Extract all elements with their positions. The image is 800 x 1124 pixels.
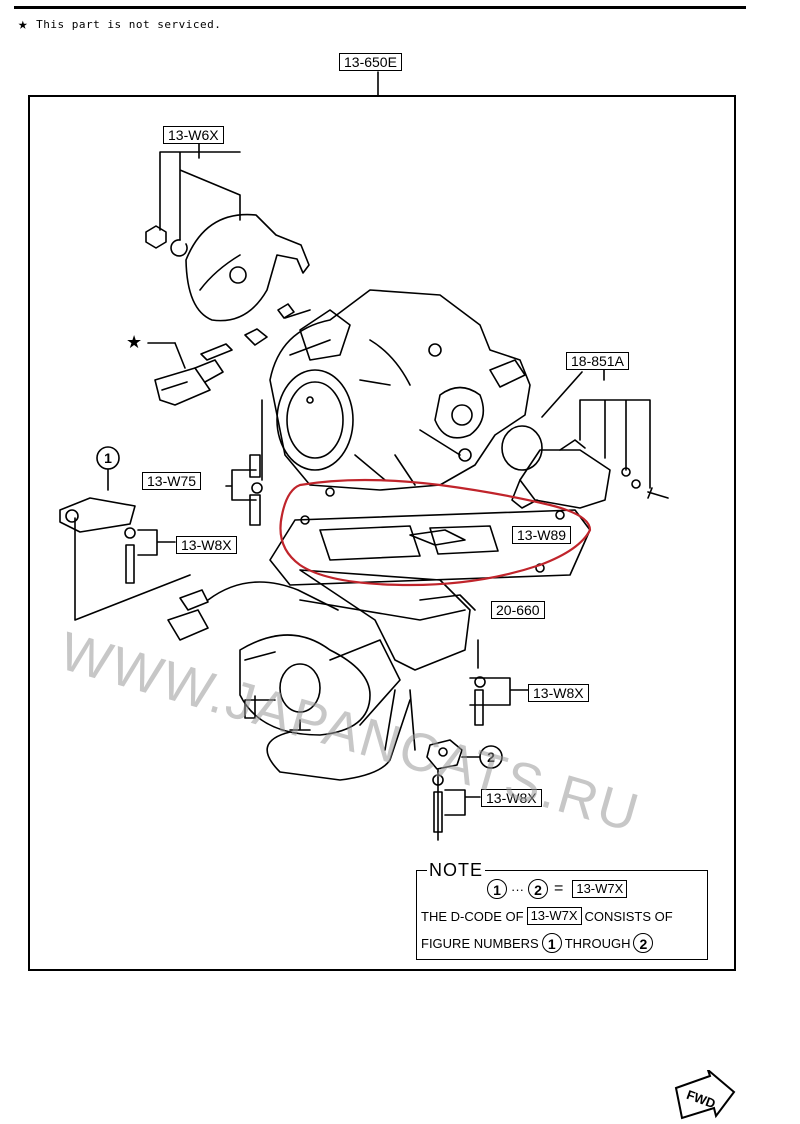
note-line-3-prefix: FIGURE NUMBERS <box>421 935 539 951</box>
callout-13-w8x-right: 13-W8X <box>528 684 589 702</box>
callout-20-660: 20-660 <box>491 601 545 619</box>
callout-13-w75: 13-W75 <box>142 472 202 490</box>
figure-number-1: 1 <box>104 450 112 466</box>
note-code-13-w7x: 13-W7X <box>572 880 628 898</box>
note-line-2: THE D-CODE OF 13-W7X CONSISTS OF <box>421 907 673 925</box>
callout-13-w8x-left: 13-W8X <box>176 536 237 554</box>
not-serviced-star-icon: ★ <box>126 332 143 352</box>
note-line-1: 1 ··· 2 = 13-W7X <box>487 879 630 899</box>
note-line-3-through: THROUGH <box>564 935 631 951</box>
callout-13-w8x-bottom: 13-W8X <box>481 789 542 807</box>
note-title: NOTE <box>427 860 486 881</box>
note-line-2-prefix: THE D-CODE OF <box>421 908 524 924</box>
note-line-3-figure-1: 1 <box>541 933 562 953</box>
top-rule <box>14 6 746 9</box>
note-line-2-code: 13-W7X <box>526 907 582 925</box>
not-serviced-text: This part is not serviced. <box>36 17 222 31</box>
note-line-3: FIGURE NUMBERS 1 THROUGH 2 <box>421 933 654 953</box>
note-line-3-figure-2: 2 <box>633 933 654 953</box>
note-figure-2: 2 <box>528 879 548 899</box>
note-equals: = <box>554 880 564 897</box>
fwd-arrow-icon: FWD <box>674 1070 736 1120</box>
assembly-label: 13-650E <box>339 53 402 71</box>
callout-18-851a: 18-851A <box>566 352 629 370</box>
note-line-2-suffix: CONSISTS OF <box>584 908 673 924</box>
highlight-outline <box>279 478 592 587</box>
not-serviced-note: ★ This part is not serviced. <box>18 16 221 32</box>
note-range-dots: ··· <box>511 881 524 897</box>
callout-13-w6x: 13-W6X <box>163 126 224 144</box>
callout-13-w89: 13-W89 <box>512 526 572 544</box>
figure-number-2: 2 <box>487 749 495 765</box>
star-icon: ★ <box>18 14 29 33</box>
diagram-frame <box>28 95 736 971</box>
note-figure-1: 1 <box>487 879 507 899</box>
note-box: NOTE 1 ··· 2 = 13-W7X THE D-CODE OF 13-W… <box>416 860 708 960</box>
